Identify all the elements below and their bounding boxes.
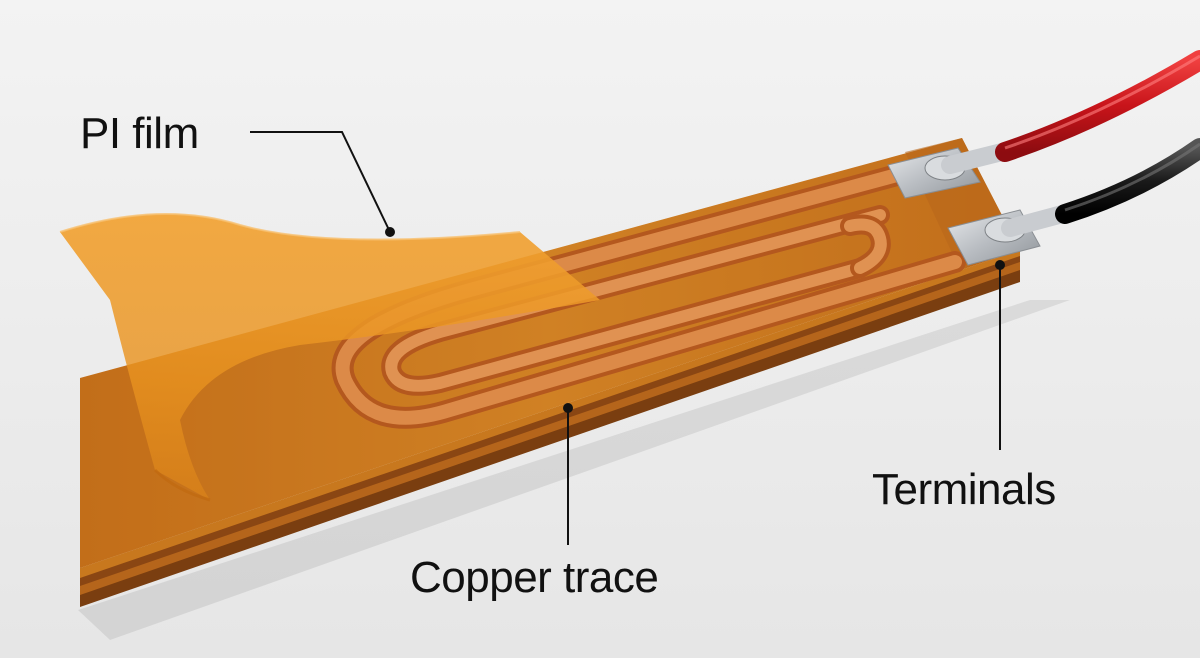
black-wire	[1001, 138, 1200, 237]
terminals-label: Terminals	[872, 465, 1056, 514]
shadow	[78, 300, 1070, 640]
terminals-leader-dot	[995, 260, 1005, 270]
copper-trace-leader-dot	[563, 403, 573, 413]
leader-lines	[250, 131, 1001, 545]
laminate-stack	[80, 250, 1020, 607]
pi-film-leader-dot	[385, 227, 395, 237]
pi-film-leader	[250, 131, 391, 233]
copper-trace-label: Copper trace	[410, 553, 659, 602]
pi-film-flap	[60, 214, 600, 500]
pi-film-label: PI film	[80, 109, 199, 158]
red-wire	[941, 50, 1200, 174]
